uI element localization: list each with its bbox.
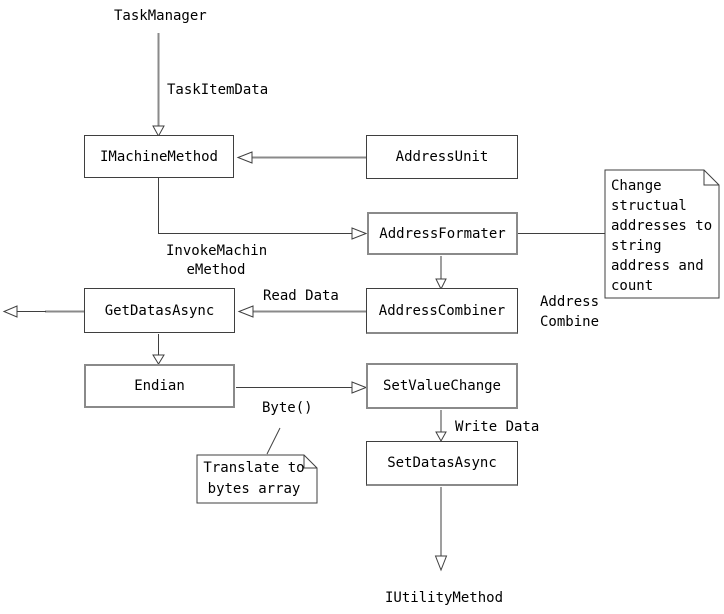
node-imachinemethod: IMachineMethod (84, 135, 234, 178)
node-addressunit: AddressUnit (366, 135, 518, 179)
edge-label-readdata: Read Data (263, 288, 339, 304)
note-line: Translate to (203, 460, 305, 476)
label-iutilitymethod: IUtilityMethod (385, 590, 504, 606)
connector-setvaluechange-setdatasasync (435, 410, 447, 443)
note-line: addresses to (611, 218, 713, 234)
connector-addresscombiner-getdatasasync (237, 305, 366, 318)
connector-taskmanager-imachinemethod (152, 33, 165, 138)
node-getdatasasync: GetDatasAsync (84, 288, 235, 333)
connector-imachinemethod-addressformater (158, 178, 368, 240)
label-taskmanager: TaskManager (114, 8, 207, 24)
edge-label-addresscombine-line1: Address (540, 294, 600, 310)
edge-label-invokemachinemethod-line2: eMethod (186, 262, 246, 278)
note-line: structual (611, 198, 687, 214)
connector-addressunit-imachinemethod (236, 151, 366, 164)
note-line: string (611, 238, 662, 254)
node-addresscombiner: AddressCombiner (366, 288, 518, 334)
connector-setdatasasync-iutilitymethod (434, 487, 448, 572)
edge-label-invokemachinemethod-line1: InvokeMachin (166, 243, 268, 259)
note-translate-bytes-text: Translate to bytes array (199, 458, 309, 500)
edge-label-writedata: Write Data (455, 419, 540, 435)
node-setvaluechange: SetValueChange (366, 363, 518, 409)
note-change-addresses-text: Change structual addresses to string add… (611, 176, 717, 296)
connector-getdatasasync-out-left (2, 305, 84, 318)
note-line: address and (611, 258, 704, 274)
connector-endian-setvaluechange (236, 381, 368, 394)
note-line: count (611, 278, 654, 294)
node-setdatasasync: SetDatasAsync (366, 441, 518, 486)
edge-label-byte: Byte() (262, 400, 313, 416)
note-shape-change-addresses (604, 169, 720, 299)
edge-label-addresscombine-line2: Combine (540, 314, 600, 330)
note-line: bytes array (207, 481, 301, 497)
connector-getdatasasync-endian (152, 334, 165, 365)
edge-label-taskitemdata: TaskItemData (167, 82, 269, 98)
edge-label-addresscombine: Address Combine (540, 292, 599, 332)
node-endian: Endian (84, 364, 235, 408)
edge-label-invokemachinemethod: InvokeMachin eMethod (166, 242, 268, 280)
connector-addressformater-addresscombiner (435, 256, 447, 291)
node-addressformater: AddressFormater (367, 212, 518, 255)
note-line: Change (611, 178, 662, 194)
note-shape-translate-bytes (196, 427, 318, 504)
